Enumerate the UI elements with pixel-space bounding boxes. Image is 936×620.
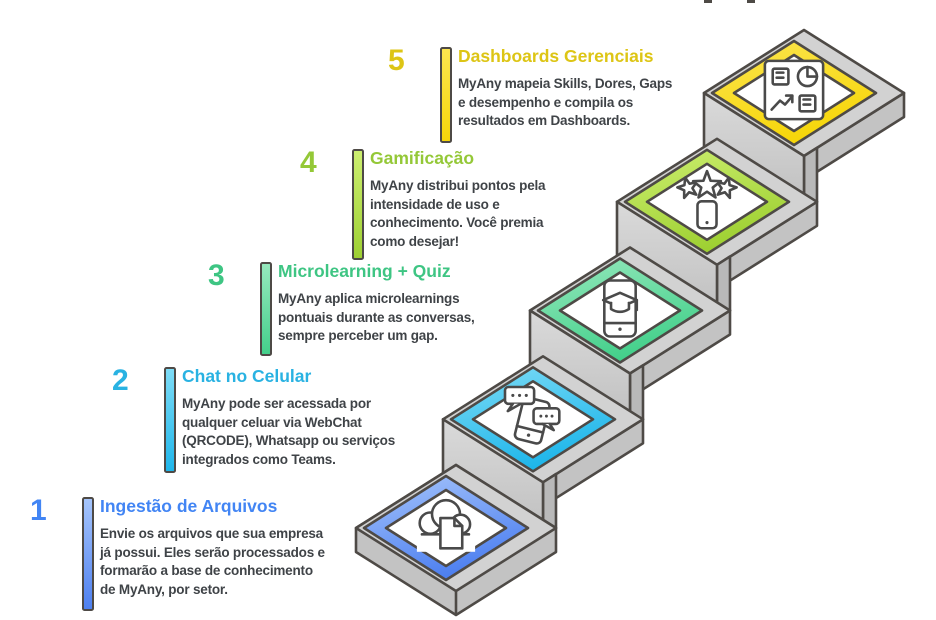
step-tile-5 <box>710 39 878 147</box>
step-1-desc-line: formarão a base de conhecimento <box>100 563 313 578</box>
step-4-desc-line: conhecimento. Você premia <box>370 215 544 230</box>
step-4-number: 4 <box>300 146 317 179</box>
step-5-desc-line: resultados em Dashboards. <box>458 113 631 128</box>
step-1-description: Envie os arquivos que sua empresa já pos… <box>100 525 400 599</box>
step-5-desc-line: e desempenho e compila os <box>458 94 634 110</box>
step-3-desc-line: sempre perceber um gap. <box>278 328 438 343</box>
step-4-title: Gamificação <box>370 148 475 168</box>
step-1-desc-line: Envie os arquivos que sua empresa <box>100 526 323 541</box>
step-5-title: Dashboards Gerenciais <box>458 46 654 66</box>
step-5-description: MyAny mapeia Skills, Dores, Gaps e desem… <box>458 75 758 131</box>
step-1-title: Ingestão de Arquivos <box>100 496 278 516</box>
phone-chat-bubbles-icon <box>503 385 561 445</box>
step-2-description: MyAny pode ser acessada por qualquer cel… <box>182 395 482 469</box>
step-1-accent-bar <box>82 497 94 611</box>
step-2-number: 2 <box>112 364 129 397</box>
step-2-desc-line: (QRCODE), Whatsapp ou serviços <box>182 433 396 448</box>
step-4-desc-line: intensidade de uso e <box>370 196 500 212</box>
phone-graduation-cap-icon <box>601 279 639 338</box>
dashboard-report-icon <box>763 59 825 121</box>
step-tile-3 <box>536 257 704 364</box>
step-3-desc-line: pontuais durante as conversas, <box>278 309 475 325</box>
cloud-document-icon <box>416 498 476 552</box>
step-2-desc-line: MyAny pode ser acessada por <box>182 396 371 411</box>
step-2-desc-line: integrados como Teams. <box>182 451 336 467</box>
step-4-accent-bar <box>352 149 364 260</box>
step-1-desc-line: já possui. Eles serão processados e <box>100 544 325 560</box>
step-4-desc-line: MyAny distribui pontos pela <box>370 178 546 193</box>
clipped-artifact-mark <box>747 0 755 3</box>
step-5-desc-line: MyAny mapeia Skills, Dores, Gaps <box>458 76 673 91</box>
step-tile-4 <box>623 148 791 256</box>
step-5-accent-bar <box>440 47 452 143</box>
step-3-desc-line: MyAny aplica microlearnings <box>278 291 460 306</box>
step-4-description: MyAny distribui pontos pela intensidade … <box>370 177 670 251</box>
clipped-artifact-mark <box>704 0 712 3</box>
step-5-number: 5 <box>388 44 405 77</box>
step-3-description: MyAny aplica microlearnings pontuais dur… <box>278 290 578 346</box>
step-2-title: Chat no Celular <box>182 366 312 386</box>
step-3-title: Microlearning + Quiz <box>278 261 451 281</box>
step-3-number: 3 <box>208 259 225 292</box>
step-1-number: 1 <box>30 494 47 527</box>
step-tile-1 <box>362 474 530 582</box>
step-1-desc-line: de MyAny, por setor. <box>100 581 228 597</box>
step-4-desc-line: como desejar! <box>370 233 459 249</box>
step-3-accent-bar <box>260 262 272 356</box>
step-tile-2 <box>449 365 617 473</box>
step-2-accent-bar <box>164 367 176 473</box>
step-2-desc-line: qualquer celuar via WebChat <box>182 414 362 430</box>
three-stars-phone-icon <box>676 169 738 230</box>
